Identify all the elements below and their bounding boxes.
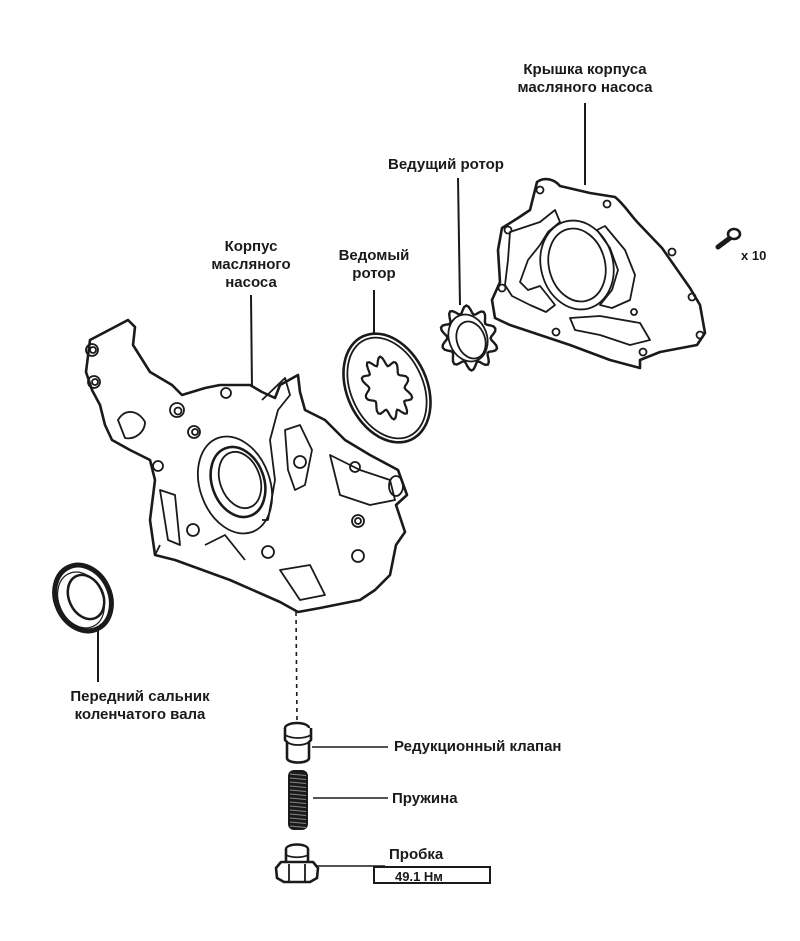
drive-rotor-part [439,304,499,372]
spring-part [288,770,308,830]
label-relief-valve: Редукционный клапан [394,738,562,755]
plug-torque-box: 49.1 Нм [373,866,491,884]
spring-coil [289,785,307,788]
spring-coil [289,789,307,792]
spring-coil [289,817,307,820]
bolt-part [715,227,742,250]
label-front-seal: Передний сальник коленчатого вала [40,688,240,724]
relief-valve-part [283,721,313,764]
pump-cover-part [490,177,707,370]
label-pump-body-line3: насоса [225,274,277,291]
label-pump-body-line1: Корпус [224,238,278,255]
leader-drive-rotor [457,177,461,306]
label-pump-cover-line1: Крышка корпуса [523,61,647,78]
label-pump-body: Корпус масляного насоса [196,238,306,292]
label-driven-rotor-line1: Ведомый [338,247,410,264]
label-plug: Пробка [389,846,444,863]
pump-body-part [84,318,409,614]
assembly-axis-dashed [295,611,298,723]
label-front-seal-line2: коленчатого вала [74,706,206,723]
spring-coil [289,821,307,824]
label-front-seal-line1: Передний сальник [70,688,210,705]
label-bolts-count: x 10 [741,248,767,263]
label-spring: Пружина [392,790,458,807]
spring-coil [289,825,307,828]
spring-coil [289,793,307,796]
spring-coil [289,777,307,780]
driven-rotor-inner-teeth [360,355,414,421]
label-driven-rotor-line2: ротор [352,265,396,282]
label-pump-cover: Крышка корпуса масляного насоса [505,61,665,97]
front-seal-part [52,562,114,634]
spring-coil [289,809,307,812]
spring-coil [289,805,307,808]
label-pump-cover-line2: масляного насоса [517,79,653,96]
label-drive-rotor: Ведущий ротор [388,156,504,173]
spring-coil [289,781,307,784]
spring-coil [289,773,307,776]
driven-rotor-part [342,332,432,444]
plug-part [274,843,320,884]
spring-coil [289,797,307,800]
leader-pump-body [250,294,253,391]
spring-coil [289,813,307,816]
leader-lines [97,103,586,867]
spring-coil [289,801,307,804]
label-driven-rotor: Ведомый ротор [324,247,424,283]
label-pump-body-line2: масляного [211,256,291,273]
